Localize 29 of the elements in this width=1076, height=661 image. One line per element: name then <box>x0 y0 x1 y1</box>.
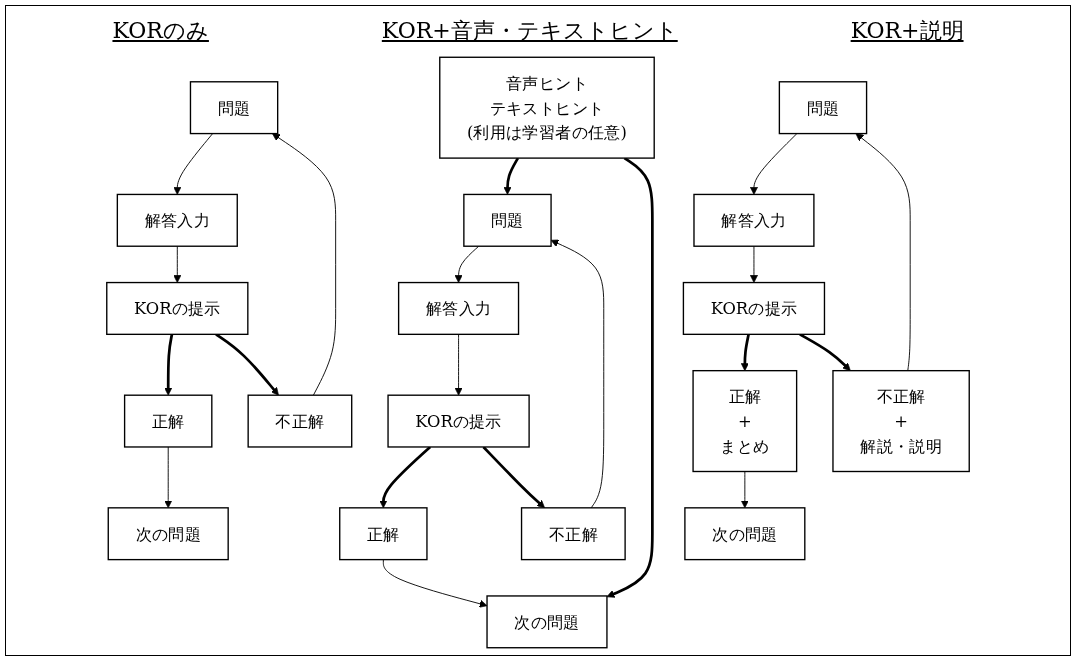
arrow <box>215 333 279 396</box>
node-box: 正解 <box>123 394 213 448</box>
node-box: 不正解 <box>247 394 353 448</box>
arrow <box>379 445 432 509</box>
node-box: KORの提示 <box>106 281 249 335</box>
node-box: 正解 + まとめ <box>692 370 798 473</box>
column-heading: KOR+説明 <box>850 17 964 45</box>
column-heading: KOR+音声・テキストヒント <box>381 17 678 45</box>
node-box: 問題 <box>189 81 279 135</box>
node-box: 正解 <box>339 507 428 561</box>
node-box: 次の問題 <box>107 507 229 561</box>
arrow <box>482 446 545 509</box>
node-box: 次の問題 <box>684 507 806 561</box>
arrow <box>503 157 520 195</box>
node-box: 不正解 + 解説・説明 <box>832 370 970 473</box>
node-box: 音声ヒント テキストヒント (利用は学習者の任意) <box>439 56 655 159</box>
node-box: 次の問題 <box>486 595 608 649</box>
arrow <box>799 333 851 372</box>
arrow <box>740 334 750 372</box>
node-box: 解答入力 <box>116 193 238 247</box>
node-box: 不正解 <box>520 507 626 561</box>
node-box: KORの提示 <box>387 394 530 448</box>
arrow <box>164 334 174 396</box>
column-heading: KORのみ <box>112 17 209 45</box>
node-box: 問題 <box>463 193 552 247</box>
node-box: 解答入力 <box>397 281 520 335</box>
node-box: KORの提示 <box>682 281 826 335</box>
node-box: 解答入力 <box>693 193 815 247</box>
node-box: 問題 <box>778 81 868 135</box>
